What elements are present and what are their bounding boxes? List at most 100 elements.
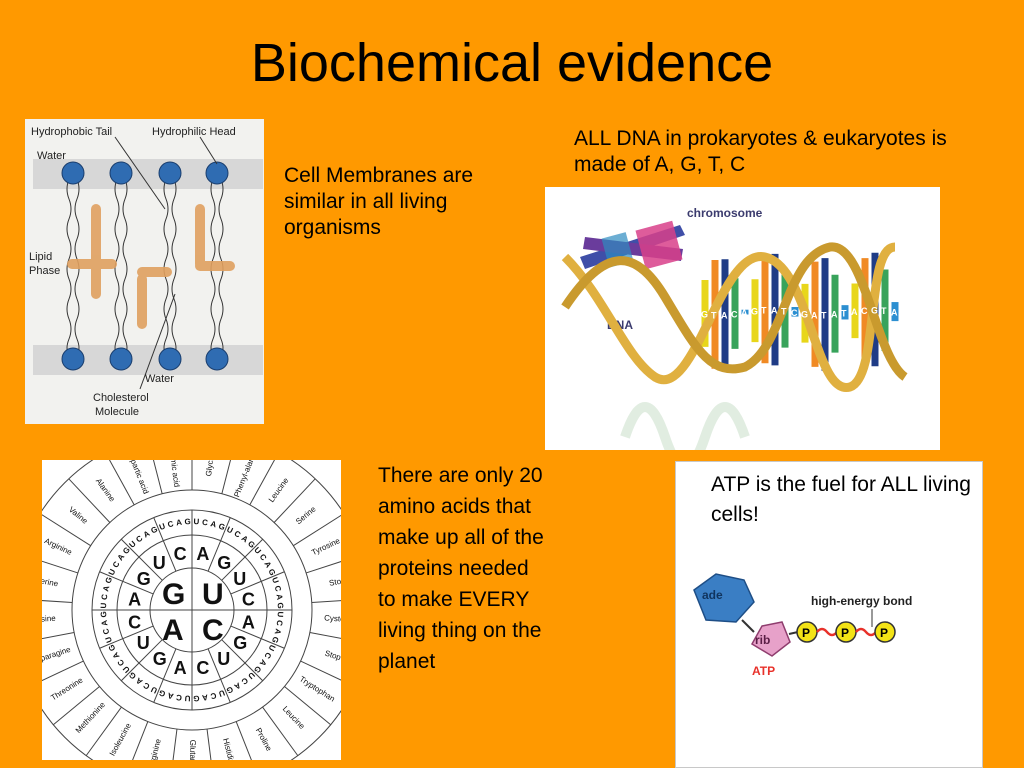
amino-acid-label: Aspartic acid (125, 460, 150, 495)
codon-third-base: C (262, 651, 273, 661)
atp-figure: ATP is the fuel for ALL living cells! ad… (675, 461, 983, 768)
codon-spoke (153, 648, 177, 703)
amino-spoke (305, 561, 341, 574)
codon-spoke (99, 571, 154, 595)
codon-third-base: A (100, 619, 110, 626)
codon-spoke (207, 517, 231, 572)
amino-acid-label: Glutamic acid (166, 460, 181, 488)
amino-spoke (68, 478, 111, 523)
base-letter: T (711, 310, 717, 320)
codon-spoke (230, 571, 285, 595)
codon-first-base: G (162, 578, 185, 611)
amino-acid-label: Methionine (74, 700, 108, 735)
codon-third-base: C (258, 552, 269, 562)
membrane-figure: Hydrophobic Tail Hydrophilic Head Water … (25, 119, 264, 424)
amino-acid-label: Valine (67, 505, 90, 526)
codon-third-base: C (273, 585, 283, 593)
label-atp: ATP (752, 664, 775, 678)
amino-spoke (262, 706, 299, 756)
codon-spoke (99, 625, 154, 649)
base-letter: G (801, 309, 808, 319)
codon-third-base: U (158, 521, 167, 531)
amino-acid-label: Alanine (94, 477, 117, 504)
label-cholesterol: Cholesterol (93, 392, 149, 404)
label-rib: rib (755, 633, 770, 647)
amino-spoke (42, 560, 79, 574)
codon-third-base: C (142, 680, 152, 691)
codon-second-base: C (242, 590, 255, 610)
label-water-top: Water (37, 150, 66, 162)
codon-third-base: G (149, 525, 158, 536)
codon-third-base: C (116, 657, 127, 667)
codon-spoke (230, 625, 285, 649)
codon-third-base: G (184, 517, 191, 526)
codon-spoke (221, 639, 264, 682)
label-ade: ade (702, 588, 723, 602)
codon-third-base: G (99, 611, 108, 618)
codon-third-base: U (149, 685, 158, 696)
label-high-energy-bond: high-energy bond (811, 594, 912, 608)
amino-acid-label: Stop (324, 649, 341, 663)
amino-acid-label: Proline (254, 726, 274, 753)
codon-third-base: C (111, 560, 122, 570)
amino-spoke (172, 728, 178, 760)
label-p2: P (841, 626, 849, 640)
amino-spoke (235, 721, 252, 760)
codon-third-base: C (167, 519, 175, 529)
codon-third-base: G (276, 602, 285, 609)
base-letter: T (841, 308, 847, 318)
base-letter: A (771, 306, 778, 316)
amino-acid-label: Glutamine (188, 740, 197, 760)
amino-spoke (132, 721, 149, 760)
slide-title: Biochemical evidence (250, 33, 774, 93)
codon-third-base: U (121, 664, 132, 674)
amino-acid-label: Cysteine (324, 613, 341, 624)
label-hydrophilic-head: Hydrophilic Head (152, 126, 236, 138)
ribose-shape (750, 621, 791, 657)
amino-spoke (42, 631, 75, 640)
membrane-illustration: Hydrophobic Tail Hydrophilic Head Water … (25, 119, 264, 424)
amino-spoke (206, 728, 212, 760)
amino-acid-label: Leucine (281, 704, 307, 731)
dna-caption: ALL DNA in prokaryotes & eukaryotes is m… (574, 127, 947, 176)
codon-second-base: C (128, 612, 141, 632)
codon-first-base: C (202, 614, 224, 647)
codon-third-base: A (116, 552, 127, 562)
codon-second-base: G (137, 569, 151, 589)
codon-third-base: G (121, 545, 132, 556)
codon-second-base: A (196, 544, 209, 564)
codon-third-base: G (246, 539, 257, 550)
base-letter: C (731, 310, 738, 320)
codon-third-base: C (239, 676, 249, 687)
label-hydrophobic-tail: Hydrophobic Tail (31, 126, 112, 138)
codon-third-base: G (270, 635, 281, 644)
amino-spoke (221, 460, 232, 494)
amino-acid-label: Threonine (49, 675, 85, 702)
codon-third-base: U (246, 670, 256, 681)
amino-spoke (293, 514, 341, 547)
base-letter: A (891, 308, 898, 318)
base-letter: G (701, 309, 708, 319)
amino-spoke (273, 478, 316, 523)
chromosome-shape (580, 220, 685, 270)
codon-third-base: A (232, 680, 242, 691)
base-letter: G (871, 306, 878, 316)
base-letter: G (751, 307, 758, 317)
codon-third-base: U (184, 694, 190, 703)
amino-acid-label: Tyrosine (310, 536, 341, 557)
codon-first-base: U (202, 578, 224, 611)
base-letter: A (811, 310, 818, 320)
codon-third-base: G (217, 521, 226, 532)
codon-third-base: G (158, 688, 167, 699)
codon-third-base: U (99, 602, 108, 608)
base-letter: A (721, 310, 728, 320)
codon-wheel-rings (42, 460, 341, 760)
codon-second-base: U (217, 649, 230, 669)
